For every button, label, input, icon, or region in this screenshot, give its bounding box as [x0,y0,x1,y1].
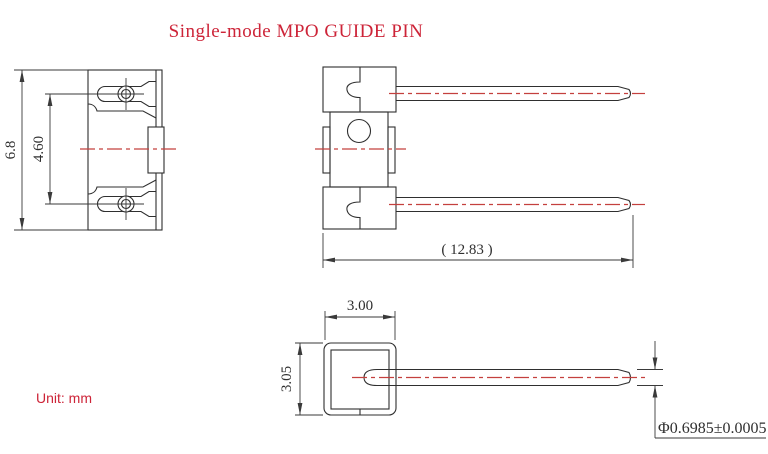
bottom-guide-pin [396,196,632,213]
bottom-body-outline [323,342,397,416]
dim-front-height: 6.8 [3,141,19,160]
latch-step [87,179,157,195]
side-bottom-notch [346,187,361,229]
side-top-notch [346,67,361,112]
dim-hole-spacing: 4.60 [31,136,47,162]
extension-lines [14,69,88,231]
hole-crosshair [108,188,144,220]
extension-lines [637,369,663,386]
side-view: ( 12.83 ) [315,66,645,268]
front-side-tab [147,126,165,174]
latch-arm-top [112,190,156,198]
extension-lines [45,93,110,205]
side-hole [346,118,372,144]
dim-pin-diameter: Φ0.6985±0.0005 [658,420,766,437]
side-right-tab [387,126,396,174]
front-top-latch [87,78,157,119]
dim-overall-length: ( 12.83 ) [441,242,492,258]
bottom-view: 3.00 3.05 Φ0.6985±0.0005 [279,298,766,439]
extension-lines [324,311,396,340]
dim-body-width: 3.00 [347,298,373,314]
latch-arm-top [112,80,156,88]
hole-crosshair [108,78,144,110]
dim-body-height: 3.05 [279,366,295,392]
extension-lines [295,342,323,416]
front-view: 6.8 4.60 [3,69,176,231]
bottom-body-inner [330,349,390,410]
side-left-tab [322,126,331,174]
top-guide-pin [396,85,632,102]
drawing-title: Single-mode MPO GUIDE PIN [169,21,424,42]
front-bottom-latch [87,179,157,220]
latch-arm-bottom [112,100,156,108]
latch-arm-bottom [112,210,156,218]
latch-step [87,103,157,119]
unit-label: Unit: mm [36,390,92,406]
